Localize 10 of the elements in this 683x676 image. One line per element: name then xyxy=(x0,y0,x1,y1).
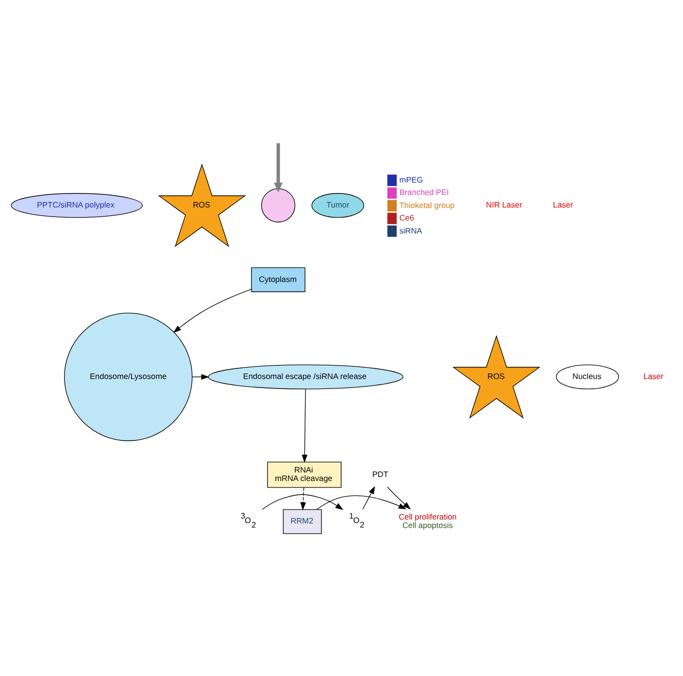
arrow xyxy=(387,486,411,509)
arrow xyxy=(173,288,252,332)
arrow xyxy=(192,374,210,380)
node-circle xyxy=(261,188,296,222)
arrow xyxy=(262,494,344,510)
arrow xyxy=(316,494,407,510)
arrow xyxy=(274,142,283,192)
arrow xyxy=(300,486,306,510)
arrow xyxy=(362,486,376,510)
arrow xyxy=(302,388,308,462)
